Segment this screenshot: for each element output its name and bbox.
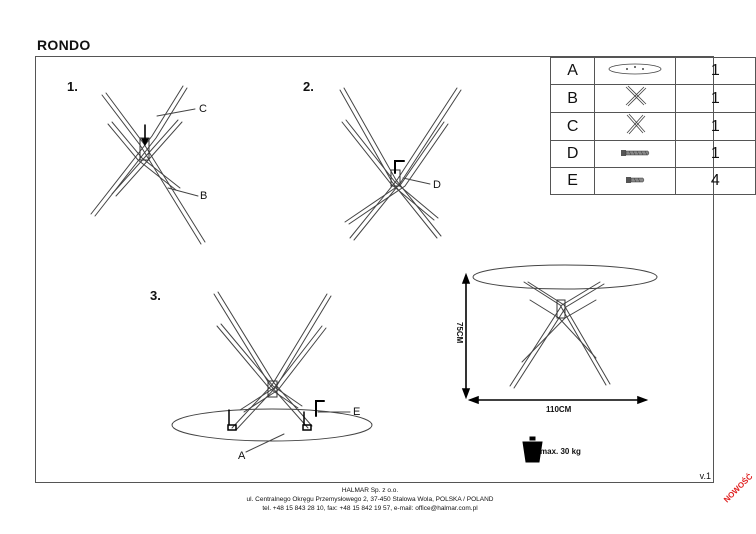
height-dimension: 75CM bbox=[455, 322, 464, 344]
callout-c: C bbox=[199, 103, 207, 115]
dimension-lines bbox=[461, 272, 649, 405]
product-title: RONDO bbox=[37, 37, 91, 53]
callout-a: A bbox=[238, 450, 246, 462]
parts-row: E 4 bbox=[549, 167, 756, 195]
step3-assembly bbox=[171, 291, 373, 442]
parts-row: A 1 bbox=[549, 57, 756, 85]
callout-b: B bbox=[200, 190, 208, 202]
leader-line-c bbox=[156, 108, 196, 117]
callout-e: E bbox=[353, 406, 361, 418]
part-letter: A bbox=[549, 57, 596, 85]
assembled-table bbox=[472, 264, 658, 389]
leg-frame-b-icon bbox=[594, 84, 676, 113]
step-number-3: 3. bbox=[150, 288, 161, 303]
short-screw-icon bbox=[594, 167, 676, 195]
leader-line-b bbox=[167, 187, 199, 197]
instruction-frame: v.1 bbox=[35, 56, 714, 483]
leader-line-d bbox=[402, 177, 431, 185]
step-number-1: 1. bbox=[67, 79, 78, 94]
step2-leg-frame bbox=[339, 87, 462, 241]
company-footer: HALMAR Sp. z o.o. ul. Centralnego Okręgu… bbox=[0, 486, 740, 513]
part-letter: D bbox=[549, 140, 596, 168]
weight-limit: max. 30 kg bbox=[540, 447, 581, 456]
version-label: v.1 bbox=[699, 471, 711, 481]
part-quantity: 1 bbox=[674, 57, 756, 85]
glass-top-icon bbox=[594, 57, 676, 85]
parts-table: A 1 B 1 C 1 D 1 E 4 bbox=[549, 57, 756, 195]
width-dimension: 110CM bbox=[546, 405, 572, 414]
step1-leg-frames bbox=[90, 85, 206, 245]
long-screw-icon bbox=[594, 140, 676, 168]
footer-address: ul. Centralnego Okręgu Przemysłowego 2, … bbox=[246, 496, 494, 503]
parts-row: C 1 bbox=[549, 112, 756, 141]
part-quantity: 4 bbox=[674, 167, 756, 195]
parts-row: D 1 bbox=[549, 140, 756, 168]
footer-contact: tel. +48 15 843 28 10, fax: +48 15 842 1… bbox=[262, 505, 478, 512]
part-letter: C bbox=[549, 112, 596, 141]
callout-d: D bbox=[433, 179, 441, 191]
part-letter: B bbox=[549, 84, 596, 113]
leg-frame-c-icon bbox=[594, 112, 676, 141]
step-number-2: 2. bbox=[303, 79, 314, 94]
part-quantity: 1 bbox=[674, 112, 756, 141]
part-quantity: 1 bbox=[674, 84, 756, 113]
part-letter: E bbox=[549, 167, 596, 195]
footer-company: HALMAR Sp. z o.o. bbox=[341, 487, 399, 494]
part-quantity: 1 bbox=[674, 140, 756, 168]
weight-icon bbox=[522, 436, 543, 463]
leader-line-a bbox=[245, 433, 285, 453]
parts-row: B 1 bbox=[549, 84, 756, 113]
